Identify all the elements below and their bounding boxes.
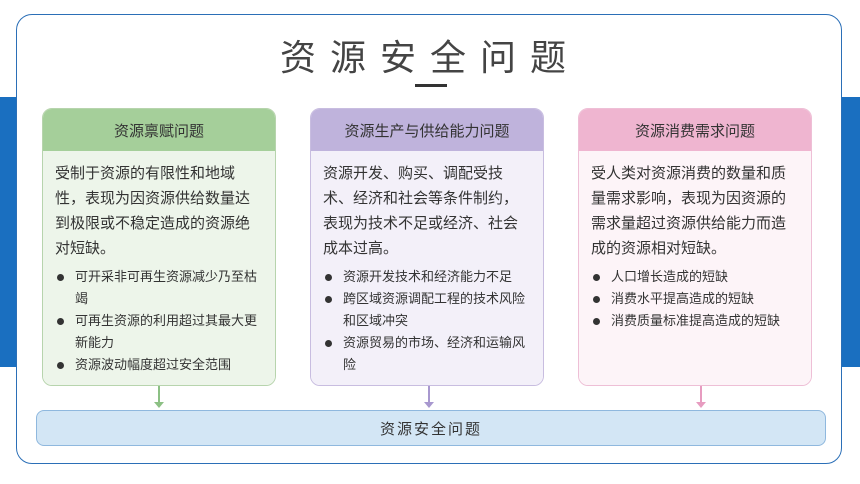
bullet-dot-icon [593, 318, 600, 325]
bullet-text: 资源开发技术和经济能力不足 [343, 270, 513, 285]
bullet-item: 消费水平提高造成的短缺 [591, 289, 799, 311]
title-underline [415, 84, 447, 87]
bullet-list: 人口增长造成的短缺 消费水平提高造成的短缺 消费质量标准提高造成的短缺 [591, 267, 799, 333]
card-production-supply: 资源生产与供给能力问题 资源开发、购买、调配受技术、经济和社会等条件制约，表现为… [310, 108, 544, 386]
bullet-dot-icon [325, 296, 332, 303]
bullet-item: 消费质量标准提高造成的短缺 [591, 311, 799, 333]
bullet-dot-icon [57, 362, 64, 369]
bullet-text: 可开采非可再生资源减少乃至枯竭 [75, 270, 258, 307]
bullet-text: 消费水平提高造成的短缺 [611, 292, 755, 307]
arrow-down-icon [424, 386, 434, 408]
card-description: 受制于资源的有限性和地域性，表现为因资源供给数量达到极限或不稳定造成的资源绝对短… [55, 164, 251, 257]
bullet-item: 资源贸易的市场、经济和运输风险 [323, 333, 531, 377]
arrow-down-icon [696, 386, 706, 408]
bullet-text: 人口增长造成的短缺 [611, 270, 729, 285]
bullet-item: 资源开发技术和经济能力不足 [323, 267, 531, 289]
bullet-dot-icon [325, 340, 332, 347]
bullet-dot-icon [57, 318, 64, 325]
bullet-text: 资源贸易的市场、经济和运输风险 [343, 336, 526, 373]
bullet-dot-icon [593, 274, 600, 281]
card-body: 受人类对资源消费的数量和质量需求影响，表现为因资源的需求量超过资源供给能力而造成… [579, 151, 811, 385]
bullet-text: 可再生资源的利用超过其最大更新能力 [75, 314, 258, 351]
bullet-dot-icon [325, 274, 332, 281]
result-box: 资源安全问题 [36, 410, 826, 446]
bullet-dot-icon [57, 274, 64, 281]
card-resource-endowment: 资源禀赋问题 受制于资源的有限性和地域性，表现为因资源供给数量达到极限或不稳定造… [42, 108, 276, 386]
card-body: 资源开发、购买、调配受技术、经济和社会等条件制约，表现为技术不足或经济、社会成本… [311, 151, 543, 385]
card-heading: 资源生产与供给能力问题 [311, 109, 543, 151]
bullet-text: 消费质量标准提高造成的短缺 [611, 314, 781, 329]
card-body: 受制于资源的有限性和地域性，表现为因资源供给数量达到极限或不稳定造成的资源绝对短… [43, 151, 275, 385]
bullet-dot-icon [593, 296, 600, 303]
bullet-text: 跨区域资源调配工程的技术风险和区域冲突 [343, 292, 526, 329]
bullet-item: 可再生资源的利用超过其最大更新能力 [55, 311, 263, 355]
bullet-list: 可开采非可再生资源减少乃至枯竭 可再生资源的利用超过其最大更新能力 资源波动幅度… [55, 267, 263, 377]
card-description: 资源开发、购买、调配受技术、经济和社会等条件制约，表现为技术不足或经济、社会成本… [323, 164, 519, 257]
card-consumption-demand: 资源消费需求问题 受人类对资源消费的数量和质量需求影响，表现为因资源的需求量超过… [578, 108, 812, 386]
bullet-item: 可开采非可再生资源减少乃至枯竭 [55, 267, 263, 311]
card-heading: 资源消费需求问题 [579, 109, 811, 151]
card-heading: 资源禀赋问题 [43, 109, 275, 151]
page-title: 资源安全问题 [279, 38, 580, 79]
bullet-text: 资源波动幅度超过安全范围 [75, 358, 232, 373]
bullet-item: 资源波动幅度超过安全范围 [55, 355, 263, 377]
bullet-list: 资源开发技术和经济能力不足 跨区域资源调配工程的技术风险和区域冲突 资源贸易的市… [323, 267, 531, 377]
card-description: 受人类对资源消费的数量和质量需求影响，表现为因资源的需求量超过资源供给能力而造成… [591, 164, 787, 257]
arrow-down-icon [154, 386, 164, 408]
bullet-item: 人口增长造成的短缺 [591, 267, 799, 289]
bullet-item: 跨区域资源调配工程的技术风险和区域冲突 [323, 289, 531, 333]
